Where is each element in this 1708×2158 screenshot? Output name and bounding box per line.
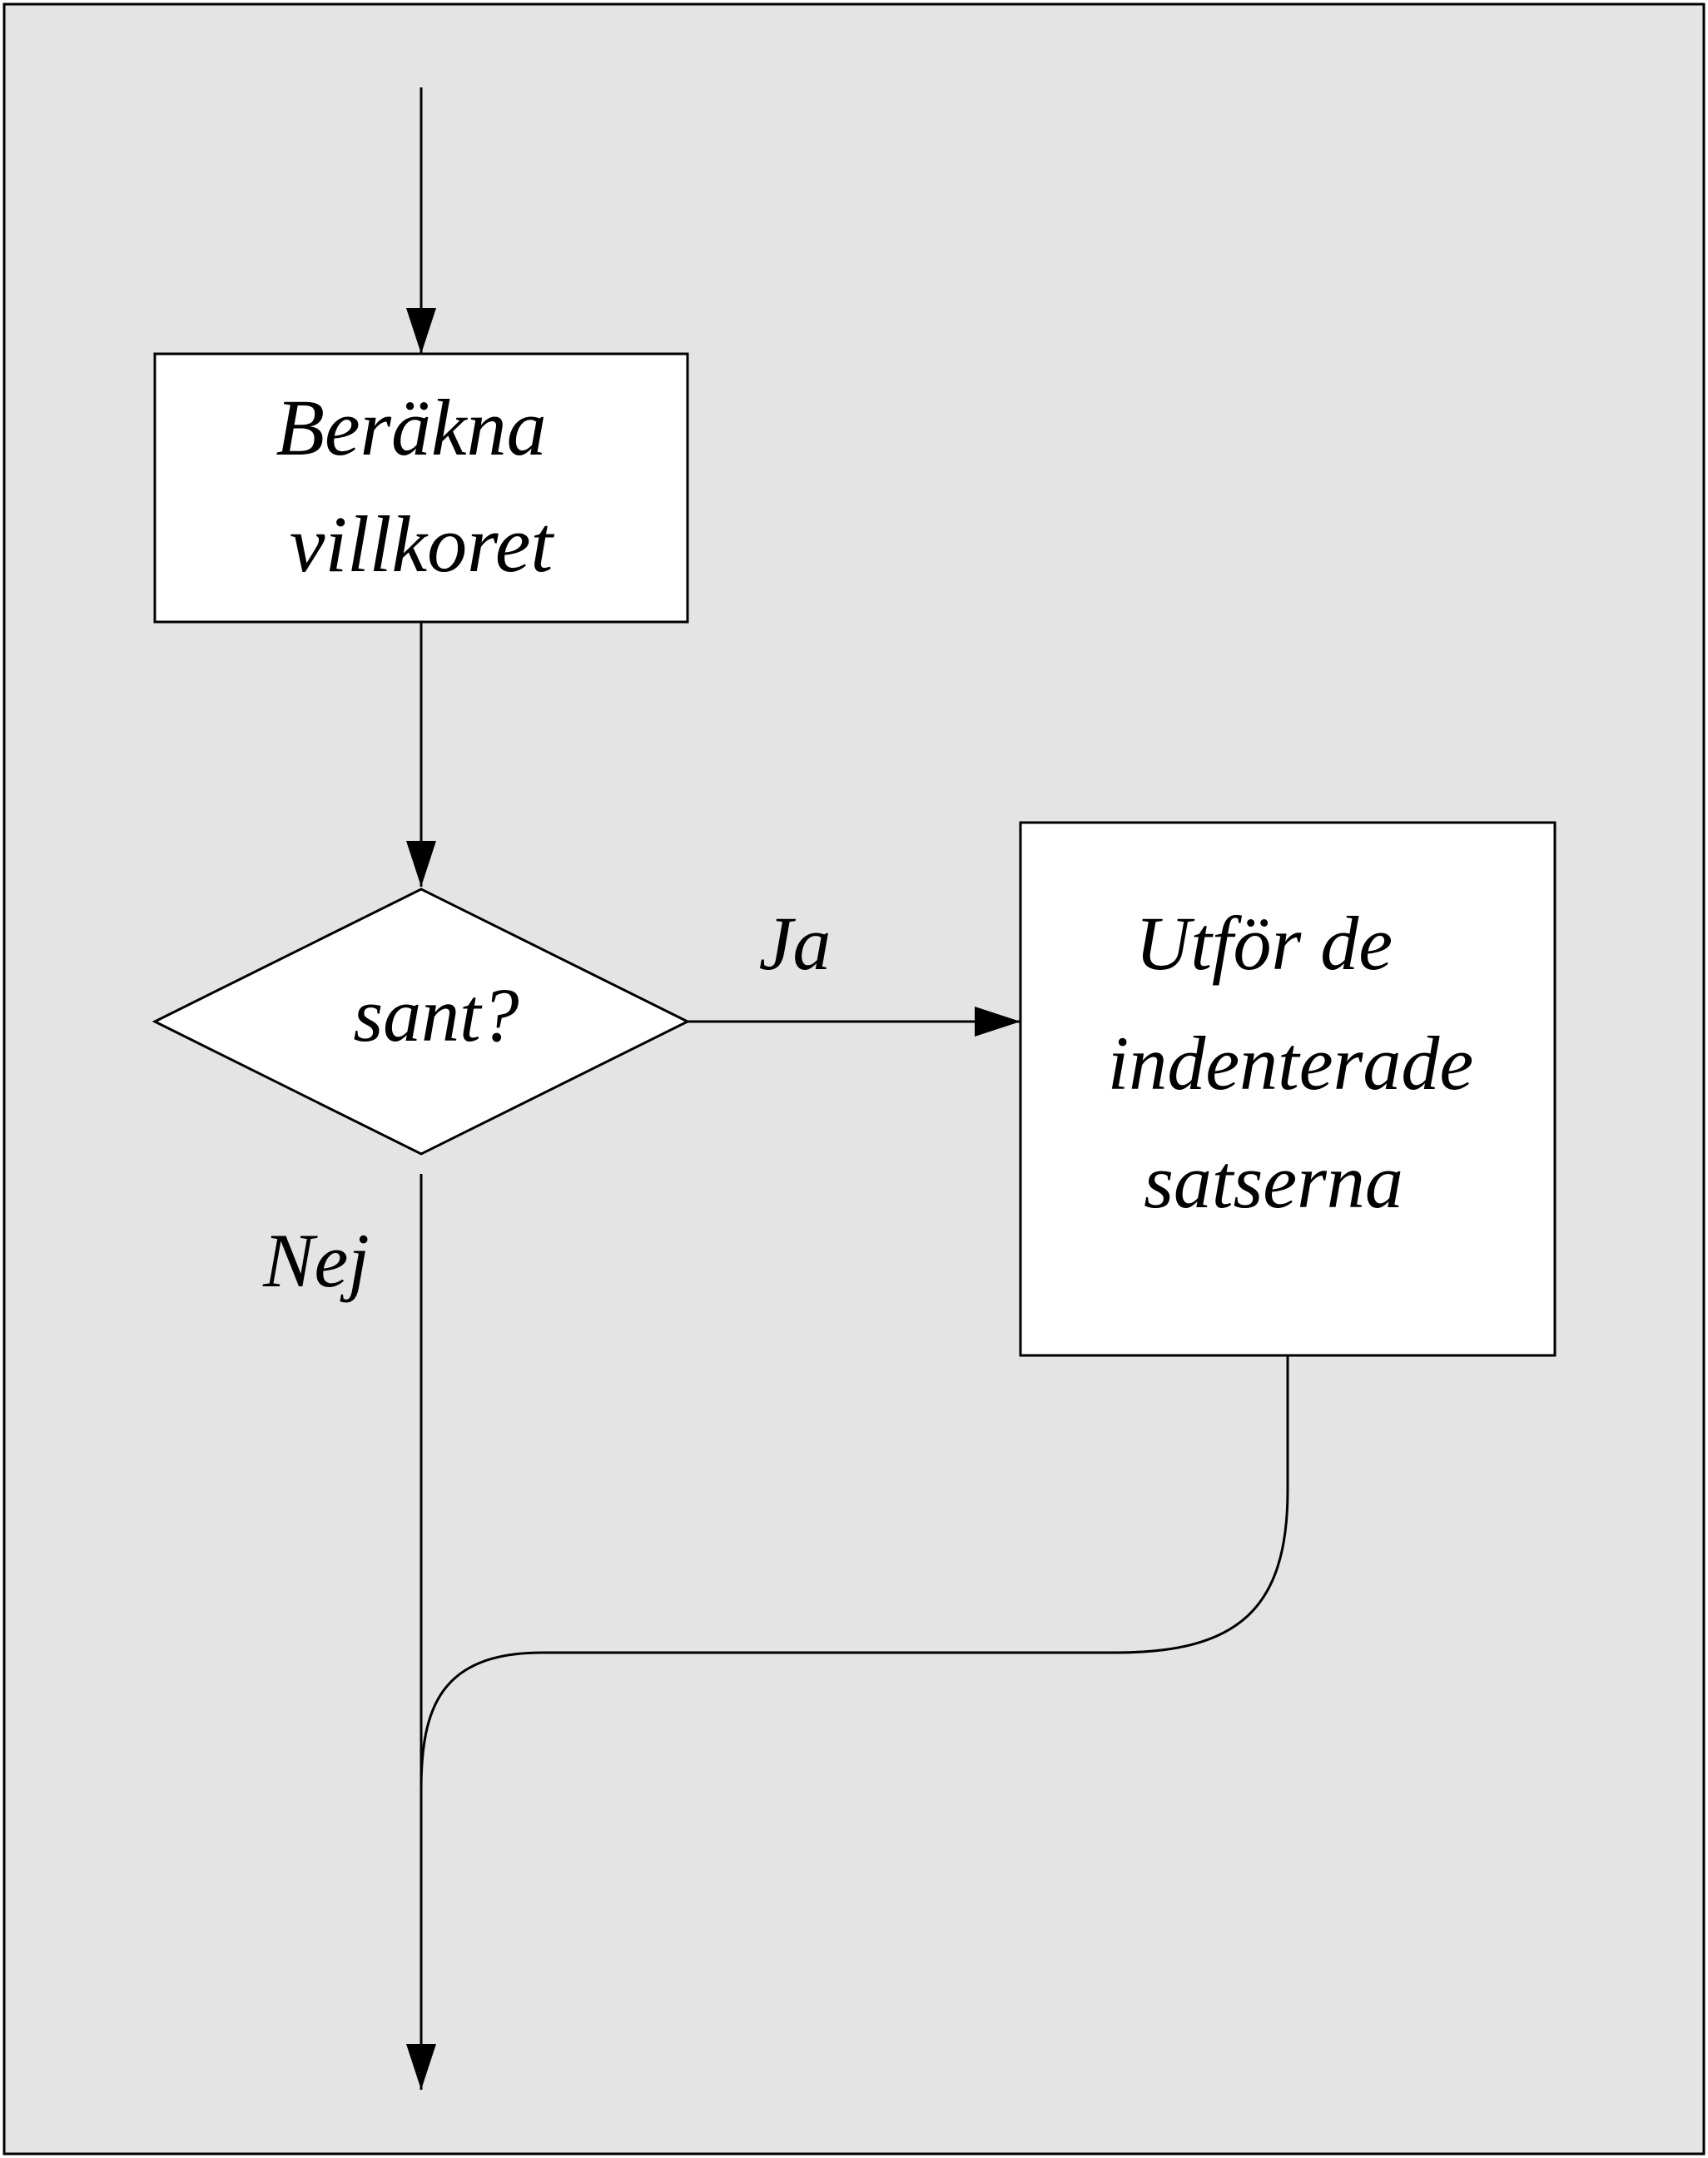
execute-label-line-1: Utför de — [1135, 901, 1393, 986]
execute-label-line-2: indenterade — [1108, 1021, 1473, 1106]
compute-label-line-2: villkoret — [290, 500, 555, 589]
compute-box — [153, 352, 689, 624]
compute-label: Beräkna villkoret — [276, 383, 566, 589]
return-path — [420, 1355, 1289, 1791]
execute-label: Utför de indenterade satserna — [1108, 901, 1492, 1224]
compute-to-decision-arrowhead — [406, 841, 436, 887]
exit-arrowhead — [406, 2044, 436, 2090]
decision-label: sant? — [353, 972, 519, 1057]
execute-label-line-3: satserna — [1144, 1139, 1403, 1224]
decision-diamond — [151, 888, 691, 1156]
entry-arrowhead — [406, 308, 436, 354]
yes-label: Ja — [759, 901, 832, 986]
yes-arrowhead — [975, 1007, 1020, 1037]
execute-box — [1019, 821, 1557, 1357]
no-label: Nej — [262, 1218, 370, 1303]
compute-label-line-1: Beräkna — [276, 383, 546, 472]
